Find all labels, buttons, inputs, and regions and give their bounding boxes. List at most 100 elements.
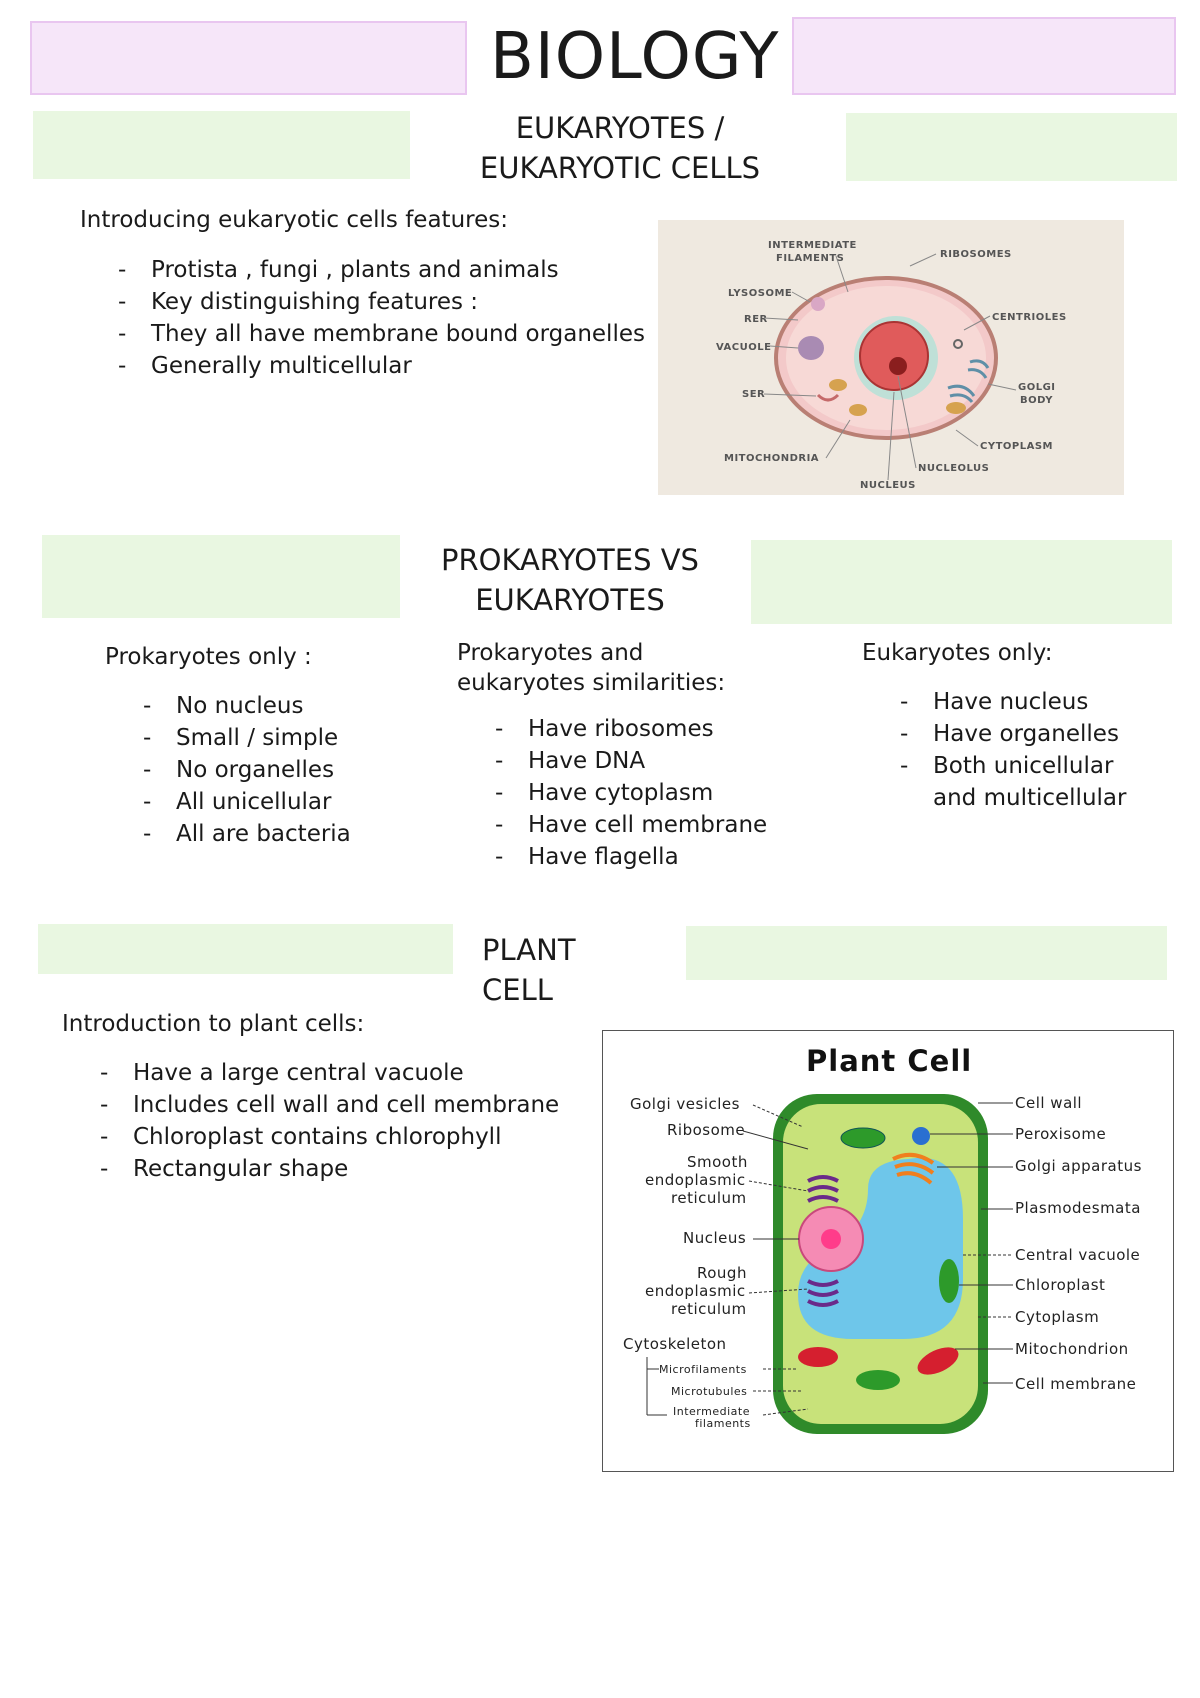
label-golgi-2: BODY <box>1020 395 1053 406</box>
nucleolus-shape <box>821 1229 841 1249</box>
label-mitochondrion: Mitochondrion <box>1015 1340 1129 1358</box>
similarities-title-line2: eukaryotes similarities: <box>457 670 726 696</box>
list-item-continuation: and multicellular <box>933 785 1127 811</box>
label-rough-2: endoplasmic <box>645 1282 746 1300</box>
label-golgi-1: GOLGI <box>1018 382 1056 393</box>
section3-band-right <box>686 926 1167 980</box>
list-item: Both unicellular <box>862 750 1126 782</box>
lysosome-shape <box>811 297 825 311</box>
ser-shape <box>816 393 840 402</box>
centriole-shape <box>953 339 963 349</box>
golgi-shape <box>947 384 976 403</box>
eukaryotes-only-list: Have nucleus Have organelles Both unicel… <box>862 686 1126 814</box>
plant-cell-title: Plant Cell <box>806 1044 972 1078</box>
mitochondria-shape <box>829 379 847 391</box>
section1-heading: EUKARYOTES / EUKARYOTIC CELLS <box>440 108 800 188</box>
label-rer: RER <box>744 314 768 325</box>
label-intermediate-2: filaments <box>695 1417 751 1430</box>
list-item: They all have membrane bound organelles <box>80 318 645 350</box>
section1-intro: Introducing eukaryotic cells features: <box>80 207 508 233</box>
chloroplast-shape <box>856 1370 900 1390</box>
chloroplast-shape <box>840 1127 886 1149</box>
label-intermediate-filaments-1: INTERMEDIATE <box>768 240 857 251</box>
list-item: Rectangular shape <box>62 1153 559 1185</box>
vacuole-shape <box>798 336 824 360</box>
label-nucleus: NUCLEUS <box>860 480 916 491</box>
label-plasmodesmata: Plasmodesmata <box>1015 1199 1141 1217</box>
label-cytoplasm: CYTOPLASM <box>980 441 1053 452</box>
title-band-right <box>792 17 1176 95</box>
list-item: Have cell membrane <box>457 809 767 841</box>
golgi-apparatus-shape <box>892 1152 935 1185</box>
label-rough-1: Rough <box>697 1264 747 1282</box>
list-item: All unicellular <box>105 786 351 818</box>
label-golgi-apparatus: Golgi apparatus <box>1015 1157 1142 1175</box>
prokaryotes-only-title: Prokaryotes only : <box>105 644 312 670</box>
section2-band-left <box>42 535 400 618</box>
section3-heading: PLANT CELL <box>482 930 576 1010</box>
label-rough-3: reticulum <box>671 1300 747 1318</box>
section1-band-left <box>33 111 410 179</box>
label-nucleus: Nucleus <box>683 1229 746 1247</box>
golgi-shape <box>967 359 990 379</box>
similarities-title: Prokaryotes and eukaryotes similarities: <box>457 638 725 698</box>
prokaryotes-only-list: No nucleus Small / simple No organelles … <box>105 690 351 850</box>
label-intermediate-1: Intermediate <box>673 1405 750 1418</box>
nucleus-shape <box>859 321 929 391</box>
section3-band-left <box>38 924 453 974</box>
leader-lines <box>763 253 1017 481</box>
label-centrioles: CENTRIOLES <box>992 312 1067 323</box>
section2-heading-line2: EUKARYOTES <box>475 583 665 617</box>
similarities-list: Have ribosomes Have DNA Have cytoplasm H… <box>457 713 767 873</box>
label-cytoskeleton: Cytoskeleton <box>623 1335 727 1353</box>
label-microtubules: Microtubules <box>671 1385 747 1398</box>
label-peroxisome: Peroxisome <box>1015 1125 1106 1143</box>
list-item: No organelles <box>105 754 351 786</box>
list-item: Have DNA <box>457 745 767 777</box>
list-item: Have organelles <box>862 718 1126 750</box>
label-nucleolus: NUCLEOLUS <box>918 463 989 474</box>
list-item: Have a large central vacuole <box>62 1057 559 1089</box>
list-item: Have nucleus <box>862 686 1126 718</box>
label-smooth-1: Smooth <box>687 1153 748 1171</box>
list-item: Small / simple <box>105 722 351 754</box>
label-central-vacuole: Central vacuole <box>1015 1246 1140 1264</box>
animal-cell-diagram: INTERMEDIATE FILAMENTS RIBOSOMES LYSOSOM… <box>658 220 1124 495</box>
list-item: Have flagella <box>457 841 767 873</box>
label-smooth-2: endoplasmic <box>645 1171 746 1189</box>
label-ribosomes: RIBOSOMES <box>940 249 1012 260</box>
list-item: No nucleus <box>105 690 351 722</box>
central-vacuole-shape <box>798 1157 963 1339</box>
label-golgi-vesicles: Golgi vesicles <box>630 1095 740 1113</box>
title-band-left <box>30 21 467 95</box>
label-ser: SER <box>742 389 765 400</box>
rough-er-shape <box>807 1279 839 1307</box>
section3-heading-line2: CELL <box>482 973 553 1007</box>
label-cell-membrane: Cell membrane <box>1015 1375 1136 1393</box>
smooth-er-shape <box>807 1175 839 1203</box>
list-item: Includes cell wall and cell membrane <box>62 1089 559 1121</box>
list-item: Key distinguishing features : <box>80 286 645 318</box>
section3-bullet-list: Have a large central vacuole Includes ce… <box>62 1057 559 1185</box>
label-smooth-3: reticulum <box>671 1189 747 1207</box>
mitochondria-shape <box>946 402 966 414</box>
list-item: Have ribosomes <box>457 713 767 745</box>
mitochondrion-shape <box>917 1347 959 1375</box>
label-cell-wall: Cell wall <box>1015 1094 1082 1112</box>
list-item: All are bacteria <box>105 818 351 850</box>
nucleolus-shape <box>889 357 907 375</box>
mitochondrion-shape <box>798 1347 838 1367</box>
section3-intro: Introduction to plant cells: <box>62 1011 365 1037</box>
label-ribosome: Ribosome <box>667 1121 745 1139</box>
section2-heading: PROKARYOTES VS EUKARYOTES <box>400 540 740 620</box>
page-title: BIOLOGY <box>490 20 780 94</box>
label-microfilaments: Microfilaments <box>659 1363 747 1376</box>
section1-heading-line2: EUKARYOTIC CELLS <box>479 151 761 185</box>
list-item: Chloroplast contains chlorophyll <box>62 1121 559 1153</box>
label-lysosome: LYSOSOME <box>728 288 792 299</box>
section3-heading-line1: PLANT <box>482 933 576 967</box>
section1-band-right <box>846 113 1177 181</box>
list-item: Generally multicellular <box>80 350 645 382</box>
label-mitochondria: MITOCHONDRIA <box>724 453 819 464</box>
peroxisome-shape <box>912 1127 930 1145</box>
